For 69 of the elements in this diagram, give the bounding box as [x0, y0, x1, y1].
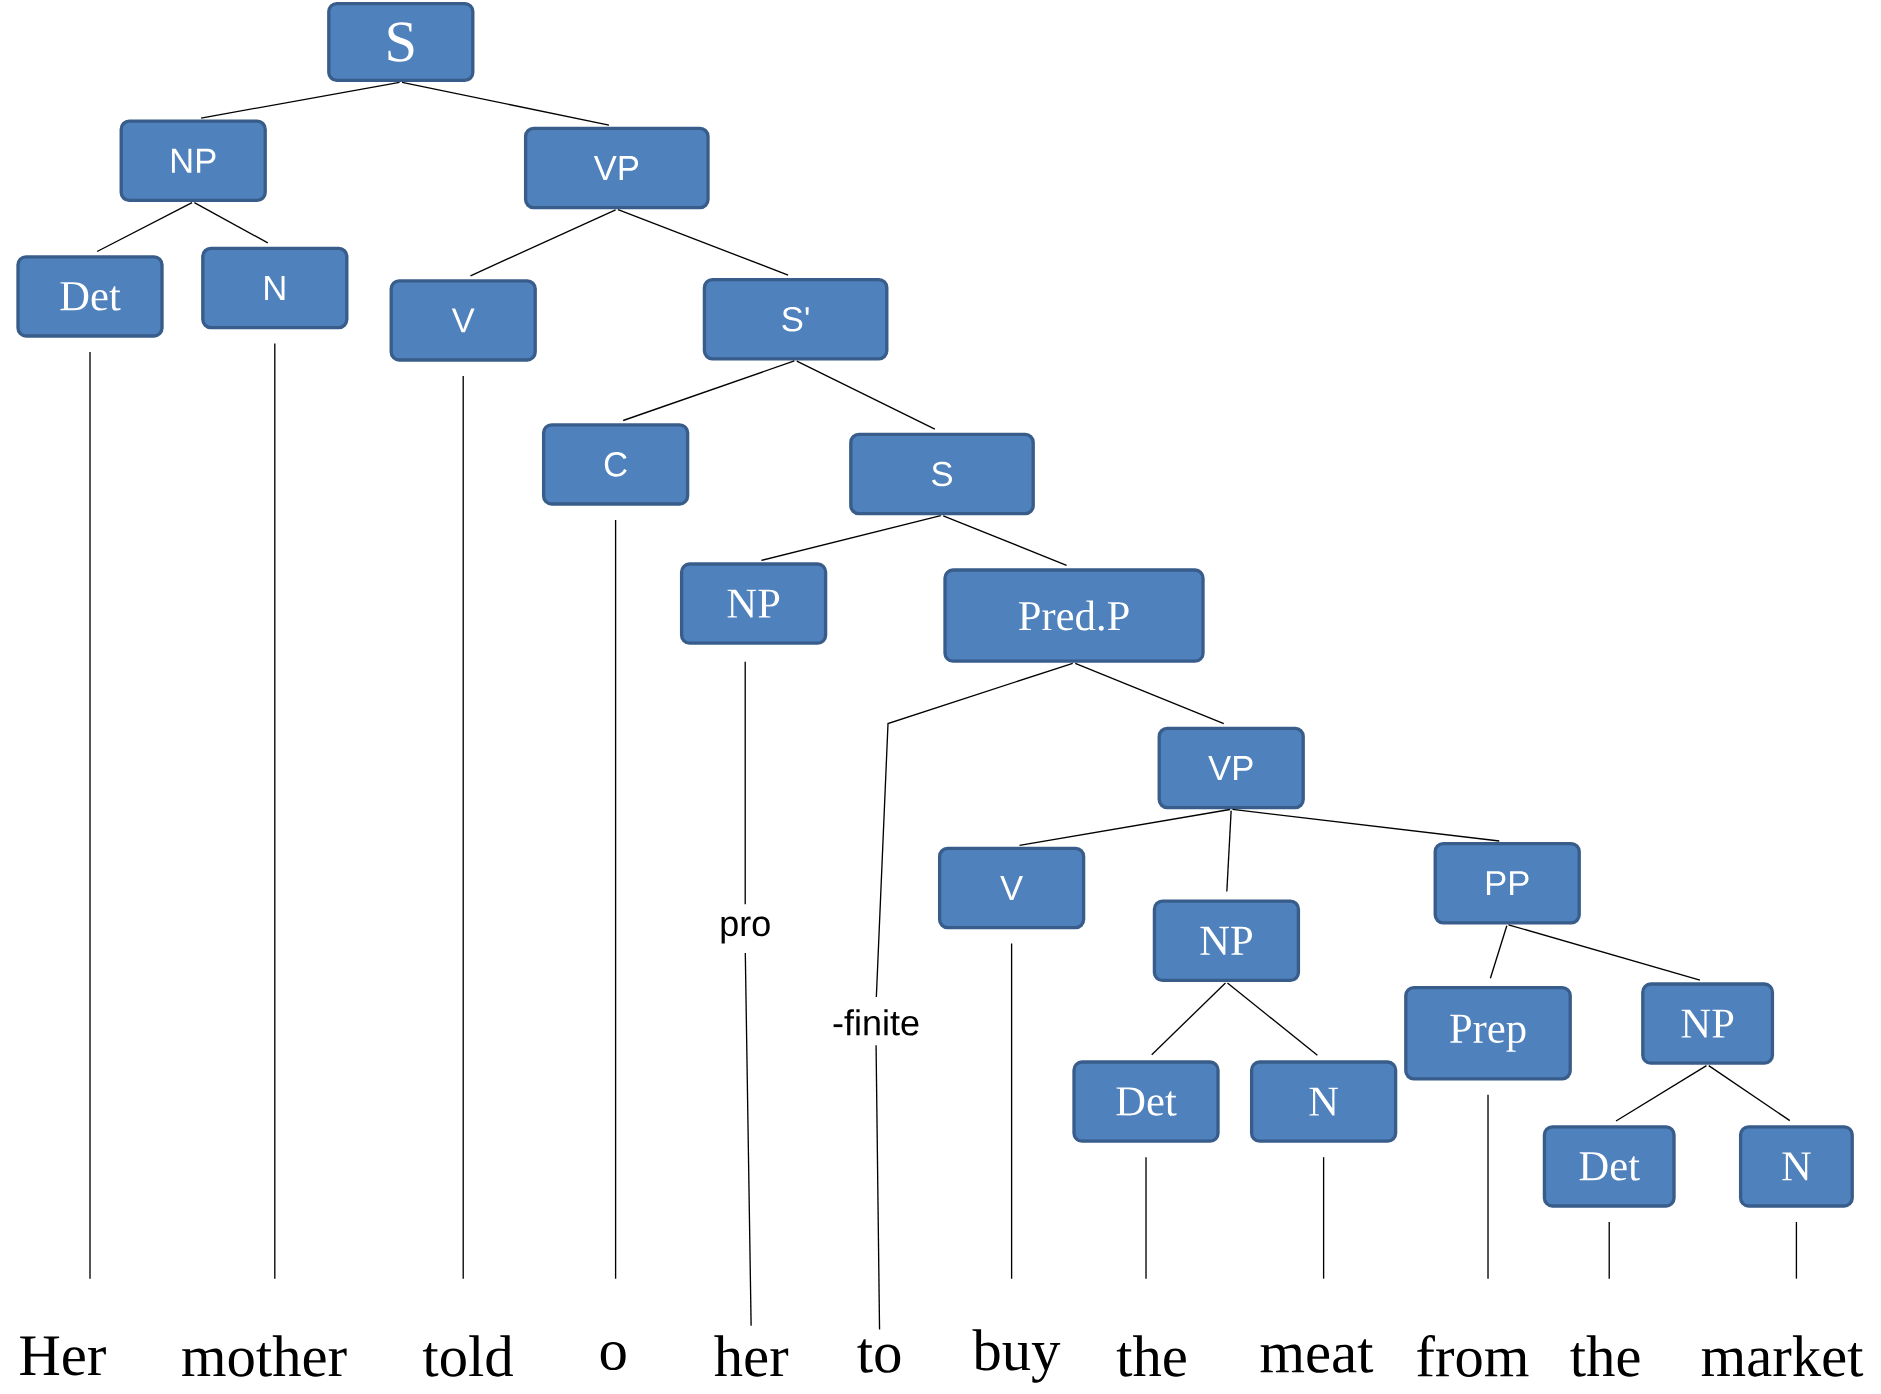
tree-branch	[760, 514, 942, 562]
sentence-word: to	[857, 1339, 901, 1373]
sentence-word: the	[1116, 1335, 1186, 1377]
category-box: N	[1249, 1060, 1398, 1143]
tree-branch	[875, 1044, 881, 1331]
tree-branch	[1145, 1156, 1147, 1280]
tree-branch	[1608, 1221, 1610, 1280]
category-box: PP	[1433, 841, 1581, 925]
empty-element-label: -finite	[833, 1009, 919, 1036]
tree-branch	[1226, 809, 1232, 893]
category-box: VP	[1157, 726, 1305, 810]
tree-branch	[1231, 808, 1500, 842]
sentence-word: her	[714, 1335, 789, 1377]
sentence-word: mother	[182, 1335, 347, 1377]
tree-branch	[614, 519, 617, 1280]
sentence-word: from	[1417, 1335, 1529, 1377]
category-box: Prep	[1404, 985, 1572, 1081]
tree-branch	[1018, 808, 1231, 847]
category-box: Det	[1072, 1060, 1220, 1143]
tree-branch	[1795, 1221, 1798, 1280]
tree-branch	[401, 81, 610, 126]
category-box: S	[327, 1, 475, 83]
tree-branch	[1010, 942, 1013, 1280]
sentence-word: buy	[972, 1329, 1061, 1383]
category-box: NP	[1152, 899, 1301, 983]
tree-branch	[1708, 1064, 1791, 1122]
tree-branch	[1074, 662, 1225, 725]
sentence-word: meat	[1260, 1339, 1374, 1373]
category-box: VP	[523, 126, 710, 210]
tree-branch	[942, 515, 1068, 566]
empty-element-label: pro	[721, 916, 770, 944]
tree-branch	[462, 375, 464, 1280]
sentence-word: Her	[20, 1336, 106, 1376]
category-box: S'	[702, 277, 889, 361]
category-box: N	[201, 246, 349, 330]
tree-branch	[744, 661, 746, 905]
tree-branch	[744, 952, 752, 1327]
tree-branch	[1226, 982, 1319, 1056]
tree-branch	[200, 81, 401, 119]
tree-branch	[96, 202, 193, 253]
category-box: NP	[679, 562, 828, 645]
tree-branch	[1151, 982, 1227, 1056]
category-box: C	[541, 423, 690, 506]
tree-branch	[622, 360, 795, 422]
tree-branch	[89, 351, 91, 1280]
category-box: S	[849, 432, 1035, 516]
sentence-word: o	[600, 1341, 626, 1371]
category-box: Det	[1542, 1125, 1676, 1208]
tree-branch	[1507, 924, 1701, 981]
category-box: NP	[1641, 982, 1775, 1065]
category-box: V	[937, 846, 1086, 930]
sentence-word: told	[422, 1335, 513, 1377]
sentence-word: the	[1570, 1335, 1640, 1377]
tree-branch	[1487, 1094, 1489, 1280]
tree-branch	[193, 202, 269, 244]
category-box: NP	[119, 119, 267, 203]
tree-branch	[1489, 925, 1508, 979]
category-box: Pred.P	[943, 568, 1205, 663]
tree-branch	[875, 662, 1074, 998]
category-box: Det	[16, 255, 164, 338]
category-box: N	[1738, 1125, 1854, 1208]
tree-branch	[1322, 1156, 1325, 1280]
tree-branch	[796, 360, 936, 430]
tree-branch	[469, 209, 617, 277]
tree-branch	[1615, 1064, 1708, 1122]
tree-branch	[617, 209, 789, 276]
tree-branch	[274, 342, 276, 1280]
category-box: V	[389, 279, 537, 362]
sentence-word: market	[1701, 1335, 1864, 1377]
